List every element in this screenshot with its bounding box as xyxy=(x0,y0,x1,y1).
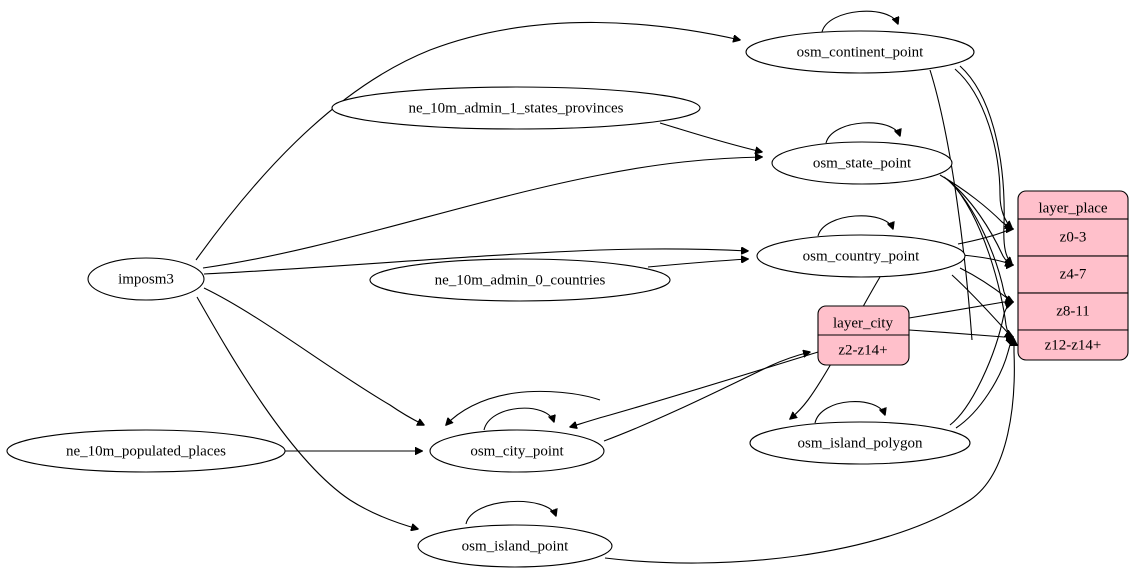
edges-layer xyxy=(195,10,1014,564)
edge-city-incoming-arc xyxy=(446,390,601,425)
edge-country-to-place-z0 xyxy=(957,229,1013,245)
layer-city-row-z2-z14-cell[interactable] xyxy=(817,334,910,366)
edge-country-to-place-z4 xyxy=(961,254,1013,265)
node-ne-10m-admin-0-countries[interactable]: ne_10m_admin_0_countries xyxy=(369,258,671,302)
node-osm-state-point-label: osm_state_point xyxy=(813,155,912,171)
node-osm-country-point-label: osm_country_point xyxy=(803,248,920,264)
node-osm-island-polygon[interactable]: osm_island_polygon xyxy=(749,421,971,465)
edge-country-self-loop xyxy=(817,215,893,237)
layer-place-row-z0-3-label: z0-3 xyxy=(1060,229,1087,245)
edge-imposm3-to-state xyxy=(202,157,762,269)
node-osm-island-point-label: osm_island_point xyxy=(462,538,570,554)
edge-ne-countries-to-country xyxy=(647,259,748,268)
edge-imposm3-to-city xyxy=(203,287,424,425)
layer-place-row-z8-11-cell[interactable] xyxy=(1017,292,1129,331)
edge-continent-long-drop xyxy=(929,69,973,341)
layer-place-title: layer_place xyxy=(1038,200,1107,216)
node-imposm3-label: imposm3 xyxy=(118,271,174,287)
edge-imposm3-to-island-point xyxy=(196,296,418,529)
node-ne-10m-admin-1-states-provinces[interactable]: ne_10m_admin_1_states_provinces xyxy=(331,86,701,130)
edge-continent-to-place-z4 xyxy=(959,65,1012,264)
edge-imposm3-to-country xyxy=(203,249,748,275)
node-osm-state-point[interactable]: osm_state_point xyxy=(771,141,953,185)
node-imposm3[interactable]: imposm3 xyxy=(87,257,205,301)
edge-imposm3-to-continent xyxy=(195,21,740,261)
node-osm-island-point[interactable]: osm_island_point xyxy=(417,524,613,568)
layer-place-row-z4-7-label: z4-7 xyxy=(1060,266,1087,282)
node-osm-continent-point-label: osm_continent_point xyxy=(797,44,924,60)
node-osm-city-point-label: osm_city_point xyxy=(470,443,564,459)
edge-layercity-to-city xyxy=(570,351,819,427)
node-ne-10m-populated-places-label: ne_10m_populated_places xyxy=(66,443,226,459)
edge-island-polygon-to-place-z12 xyxy=(955,338,1013,429)
nodes-layer: imposm3 ne_10m_populated_places ne_10m_a… xyxy=(6,30,1129,568)
layer-city-row-z2-z14-label: z2-z14+ xyxy=(838,342,887,358)
layer-place-node[interactable]: layer_place z0-3 z4-7 z8-11 z12-z14+ xyxy=(1017,190,1129,361)
node-osm-city-point[interactable]: osm_city_point xyxy=(429,429,605,473)
edge-continent-to-place-z0 xyxy=(954,68,1012,228)
layer-place-row-z4-7-cell[interactable] xyxy=(1017,255,1129,294)
edge-island-point-self-loop xyxy=(465,500,556,525)
edge-layercity-to-place-z12 xyxy=(908,329,1013,337)
edge-ne-states-to-state xyxy=(659,122,762,152)
edge-continent-self-loop xyxy=(821,10,898,33)
node-ne-10m-populated-places[interactable]: ne_10m_populated_places xyxy=(6,429,286,473)
layer-city-node[interactable]: layer_city z2-z14+ xyxy=(817,305,910,366)
edge-city-self-loop xyxy=(483,407,554,431)
layer-city-title: layer_city xyxy=(833,315,893,331)
edge-state-self-loop xyxy=(825,122,900,144)
edge-layercity-to-place-z8 xyxy=(908,302,1013,319)
layer-place-row-z8-11-label: z8-11 xyxy=(1056,303,1090,319)
layer-place-row-z0-3-cell[interactable] xyxy=(1017,218,1129,257)
node-osm-island-polygon-label: osm_island_polygon xyxy=(797,435,923,451)
node-osm-continent-point[interactable]: osm_continent_point xyxy=(745,30,975,74)
edge-island-point-to-place-z12 xyxy=(604,339,1014,564)
layer-place-row-z12-z14-cell[interactable] xyxy=(1017,329,1129,361)
node-osm-country-point[interactable]: osm_country_point xyxy=(756,234,966,278)
edge-city-to-layercity xyxy=(603,352,810,442)
layer-place-row-z12-z14-label: z12-z14+ xyxy=(1045,337,1102,353)
edge-island-polygon-self-loop xyxy=(814,401,885,424)
node-ne-10m-admin-1-states-provinces-label: ne_10m_admin_1_states_provinces xyxy=(409,100,624,116)
node-ne-10m-admin-0-countries-label: ne_10m_admin_0_countries xyxy=(435,272,606,288)
edge-island-polygon-to-place-z8 xyxy=(949,303,1012,426)
